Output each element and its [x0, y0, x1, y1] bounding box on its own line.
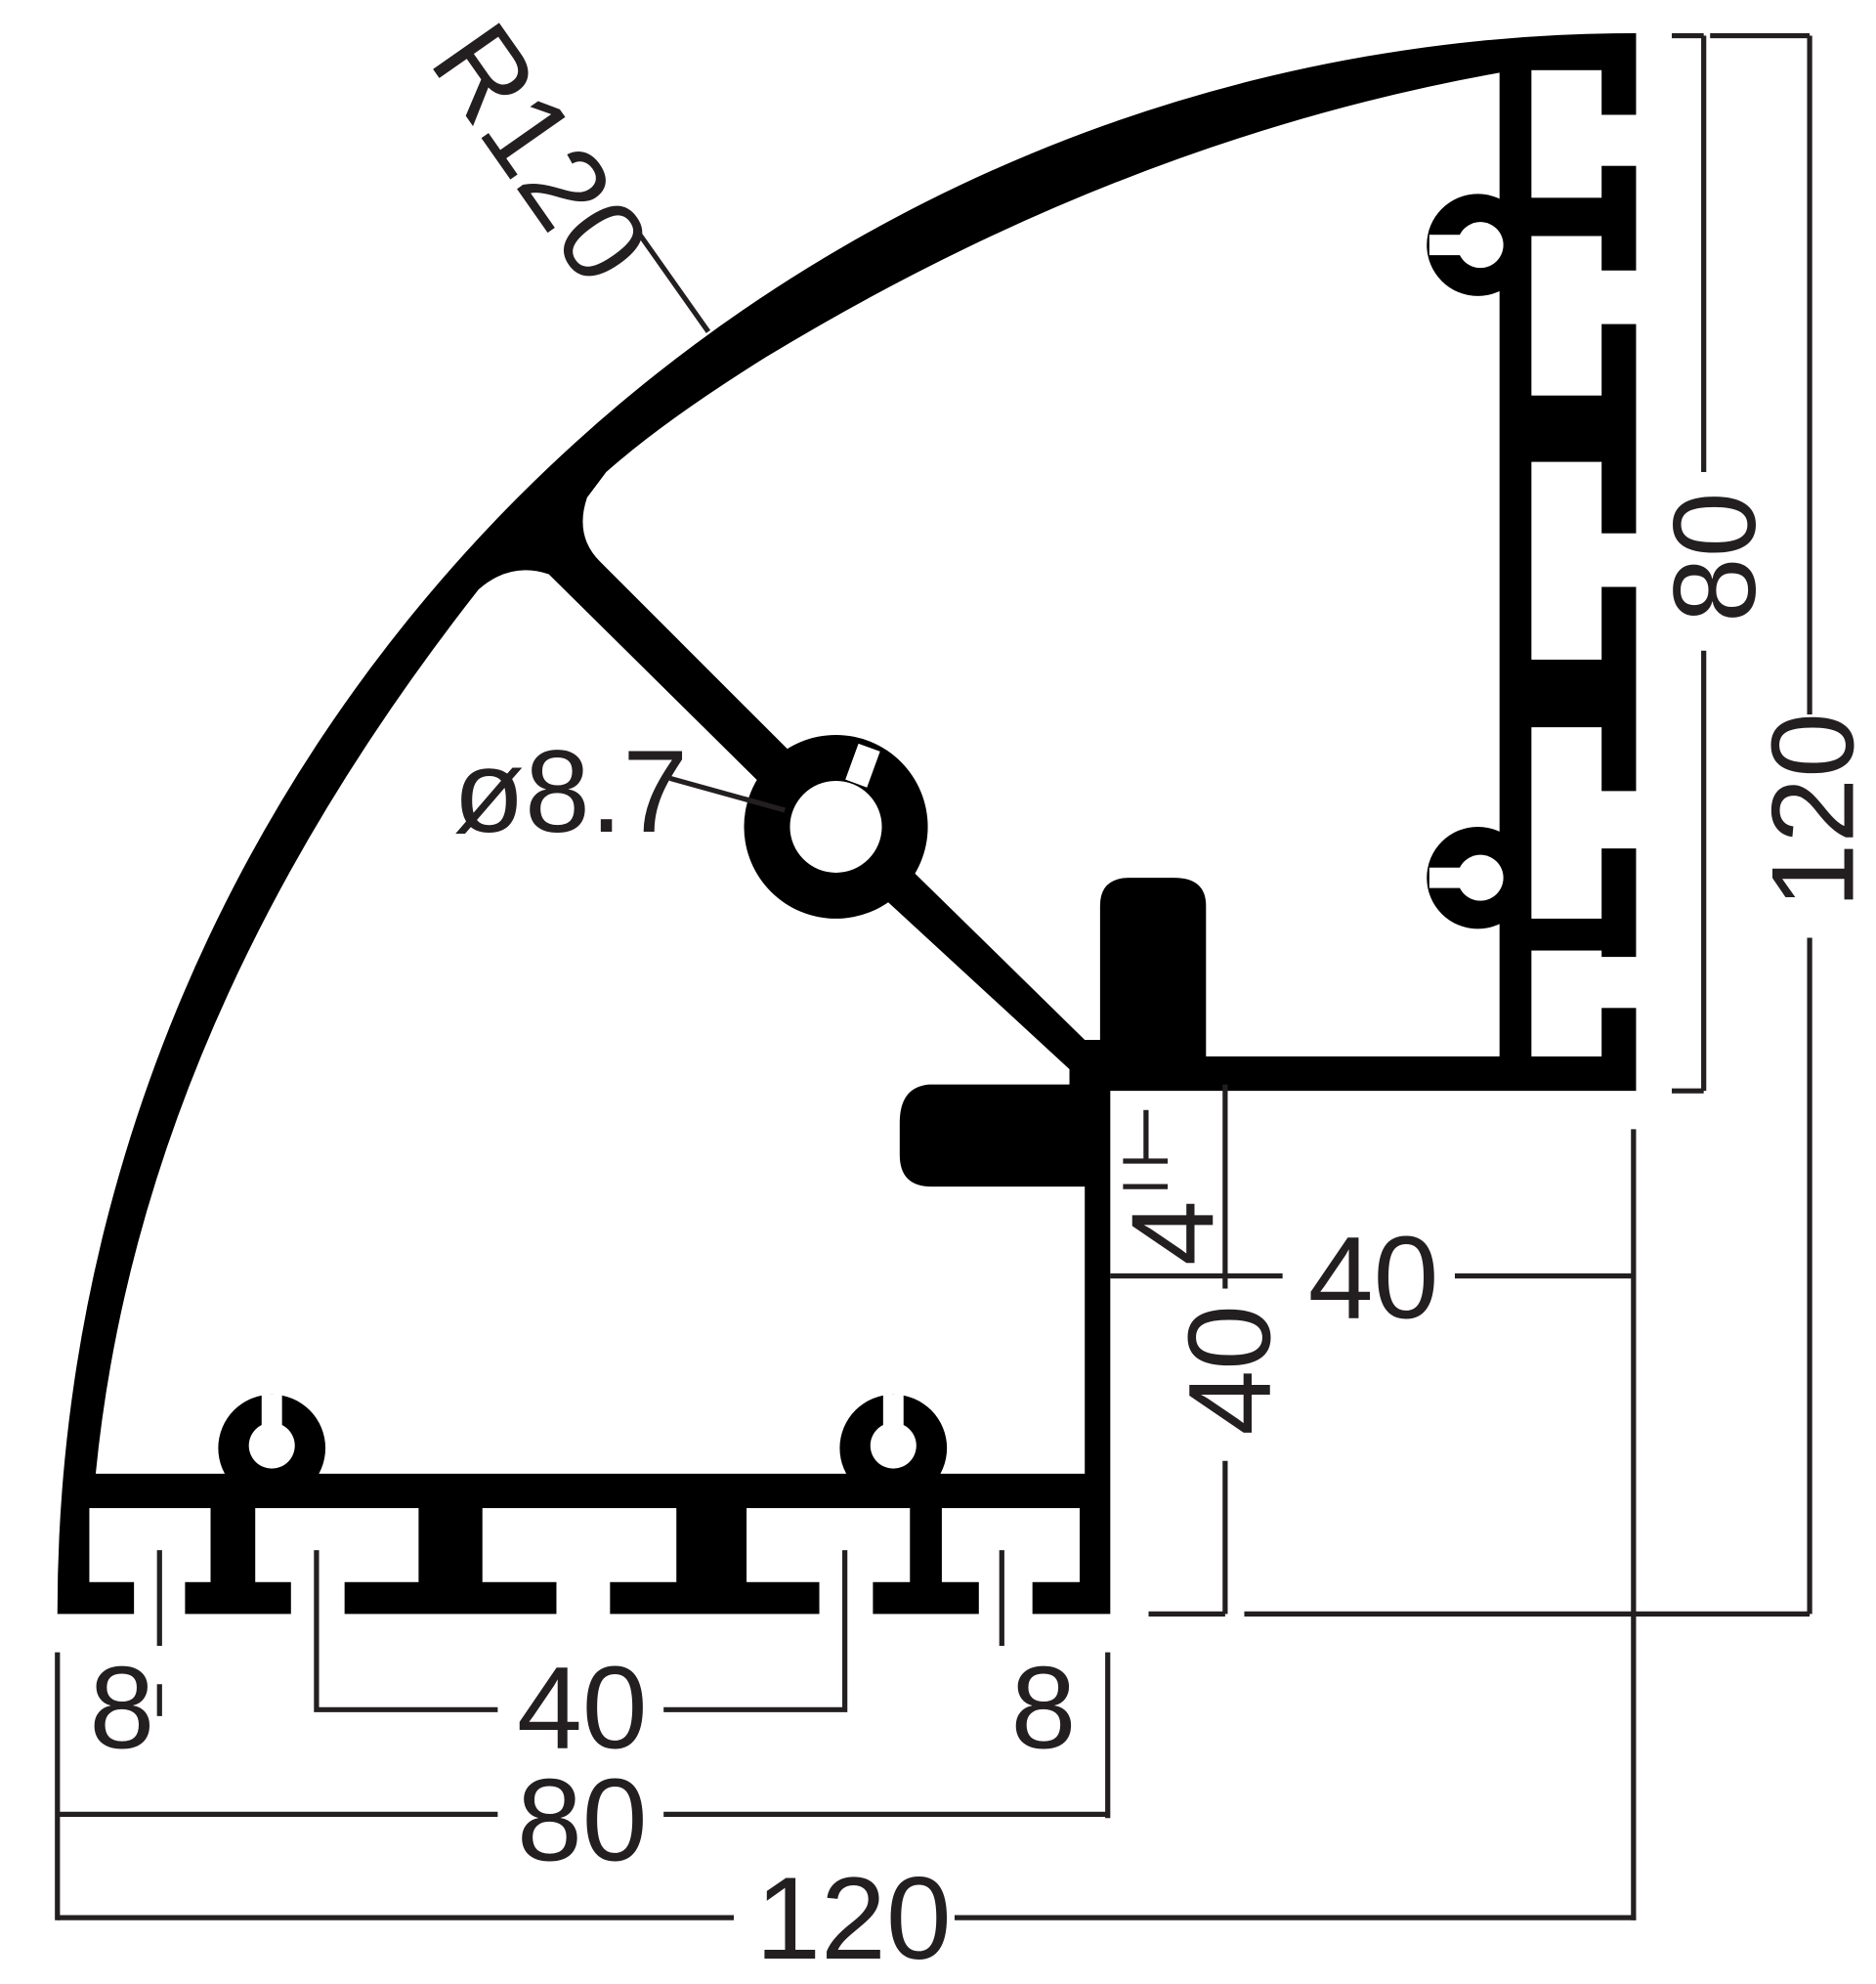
bore-diameter-label: ø8.7 — [453, 726, 688, 857]
right-t-slots — [1531, 69, 1640, 1057]
dimension-lines — [55, 32, 1812, 1920]
right-leg-height-label: 80 — [1649, 492, 1780, 623]
lower-cavity — [95, 570, 1086, 1474]
bore-hole — [789, 780, 882, 873]
leg-width-label: 80 — [517, 1754, 648, 1885]
total-height-label: 120 — [1747, 712, 1876, 908]
aluminium-profile — [57, 32, 1640, 1617]
radius-label: R120 — [406, 1, 675, 306]
slot-spacing-label: 40 — [517, 1643, 648, 1774]
bottom-t-slots — [89, 1508, 1080, 1617]
total-width-label: 120 — [755, 1853, 951, 1984]
inner-step-width-label: 40 — [1308, 1213, 1439, 1344]
edge-left-label: 8 — [89, 1643, 154, 1774]
clip-holes — [248, 222, 1504, 1469]
upper-cavity — [582, 72, 1500, 1057]
bore-slot — [845, 743, 880, 788]
slot-depth-label: 4 — [1107, 1200, 1238, 1266]
inner-step-height-label: 40 — [1165, 1305, 1296, 1436]
edge-right-label: 8 — [1010, 1643, 1076, 1774]
